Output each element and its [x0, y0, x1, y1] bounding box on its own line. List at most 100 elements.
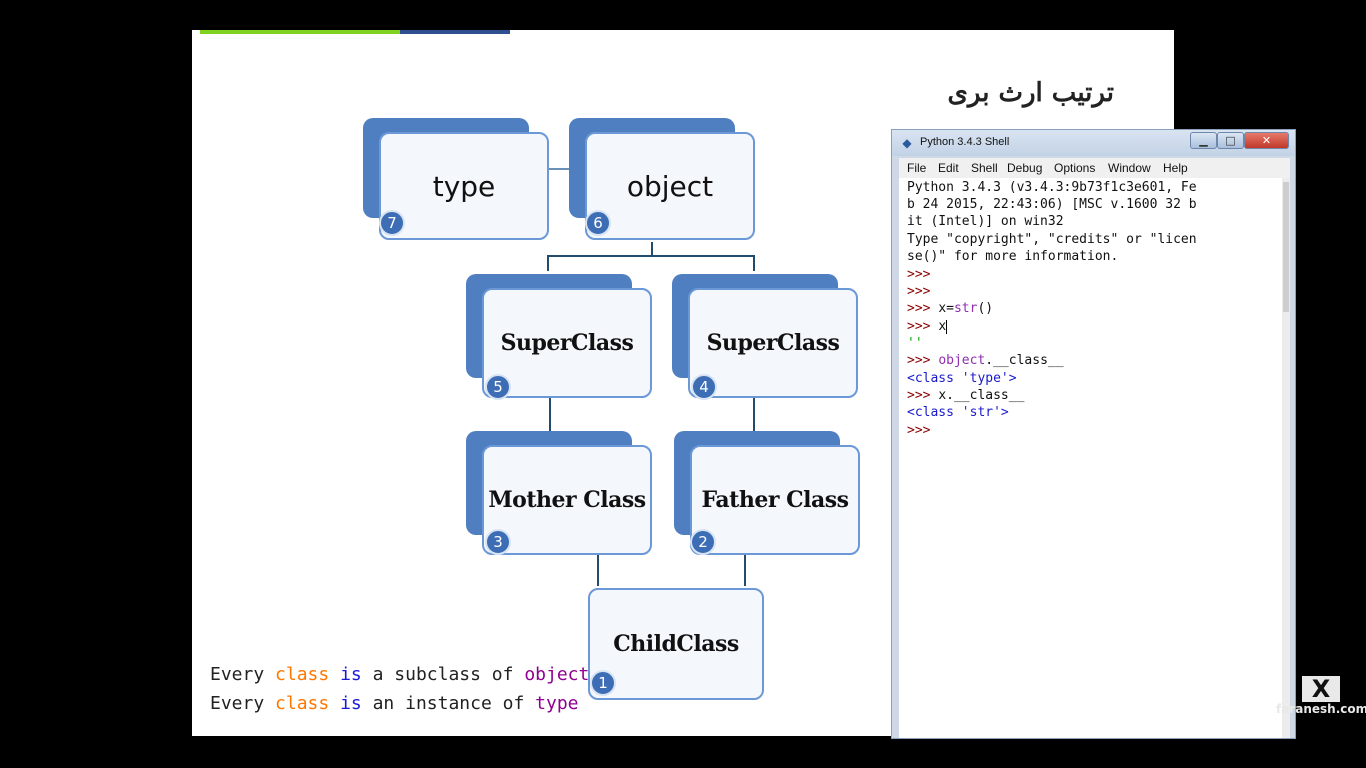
banner-line-2: b 24 2015, 22:43:06) [MSC v.1600 32 b	[907, 197, 1197, 212]
node-superclass-5-label: SuperClass	[500, 330, 634, 356]
node-father-class-badge: 2	[690, 529, 716, 555]
slide-top-accent	[200, 30, 400, 34]
shell-text-area[interactable]: Python 3.4.3 (v3.4.3:9b73f1c3e601, Fe b …	[899, 178, 1282, 738]
menu-debug[interactable]: Debug	[1007, 161, 1043, 175]
menu-window[interactable]: Window	[1108, 161, 1151, 175]
node-superclass-4-box: SuperClass	[688, 288, 858, 398]
cmd-x-assign: x=	[938, 301, 954, 316]
node-mother-class-label: Mother Class	[488, 487, 646, 513]
menu-help[interactable]: Help	[1163, 161, 1188, 175]
node-mother-class-badge: 3	[485, 529, 511, 555]
caption-instance-every: Every	[210, 693, 265, 714]
node-childclass-label: ChildClass	[613, 631, 739, 657]
node-mother-class: Mother Class 3	[466, 431, 654, 559]
shell-line-x: >>> x	[907, 318, 948, 335]
scrollbar-thumb[interactable]	[1283, 182, 1289, 312]
cmd-class-attr: .__class__	[985, 353, 1064, 368]
menu-options[interactable]: Options	[1054, 161, 1096, 175]
shell-scrollbar[interactable]	[1282, 178, 1290, 738]
connector-object-down	[651, 242, 653, 256]
shell-line-assign: >>> x=str()	[907, 300, 993, 317]
shell-prompt-7: >>>	[907, 423, 931, 438]
connector-left-drop	[547, 255, 549, 271]
slide-top-accent-blue	[400, 30, 510, 34]
shell-prompt-2: >>>	[907, 284, 931, 299]
caption-subclass-is: is	[340, 664, 362, 685]
shell-prompt-5: >>>	[907, 353, 931, 368]
caption-instance: Every class is an instance of type	[210, 693, 579, 714]
connector-father-child	[744, 552, 746, 586]
caption-subclass-middle: a subclass of	[372, 664, 514, 685]
node-object-badge: 6	[585, 210, 611, 236]
shell-prompt-4: >>>	[907, 319, 931, 334]
connector-right-drop	[753, 255, 755, 271]
python-shell-window[interactable]: ◆ Python 3.4.3 Shell ▁ □ ✕ File Edit She…	[891, 129, 1296, 739]
cmd-x-class: x.__class__	[938, 388, 1025, 403]
connector-type-object	[543, 168, 591, 170]
node-mother-class-box: Mother Class	[482, 445, 652, 555]
banner-line-3: it (Intel)] on win32	[907, 214, 1064, 229]
node-childclass-box: ChildClass	[588, 588, 764, 700]
cmd-parens: ()	[977, 301, 994, 316]
shell-line-x-class: >>> x.__class__	[907, 387, 1024, 404]
cmd-x: x	[938, 319, 947, 334]
slide-title: ترتیب ارث بری	[947, 78, 1115, 108]
node-childclass: ChildClass 1	[574, 586, 764, 700]
minimize-button[interactable]: ▁	[1190, 132, 1217, 149]
python-icon: ◆	[902, 136, 912, 150]
node-object-label: object	[626, 169, 714, 203]
caption-subclass: Every class is a subclass of object	[210, 664, 589, 685]
connector-super4-father	[753, 398, 755, 432]
logo-x-mark: X	[1302, 676, 1340, 702]
node-superclass-5-box: SuperClass	[482, 288, 652, 398]
node-type-box: type	[379, 132, 549, 240]
menu-shell[interactable]: Shell	[971, 161, 998, 175]
node-type-label: type	[432, 169, 496, 203]
shell-titlebar[interactable]: ◆ Python 3.4.3 Shell ▁ □ ✕	[892, 130, 1295, 156]
close-button[interactable]: ✕	[1244, 132, 1289, 149]
node-object-box: object	[585, 132, 755, 240]
output-class-type: <class 'type'>	[907, 371, 1017, 386]
menu-file[interactable]: File	[907, 161, 927, 175]
banner-line-1: Python 3.4.3 (v3.4.3:9b73f1c3e601, Fe	[907, 180, 1197, 195]
cmd-object-builtin: object	[938, 353, 986, 368]
node-superclass-4-badge: 4	[691, 374, 717, 400]
caption-instance-type: type	[535, 693, 579, 714]
maximize-button[interactable]: □	[1217, 132, 1244, 149]
output-empty-string: ''	[907, 336, 923, 351]
logo-text: faranesh.com	[1276, 702, 1366, 716]
node-superclass-4-label: SuperClass	[706, 330, 840, 356]
shell-line-object-class: >>> object.__class__	[907, 352, 1064, 369]
output-class-str: <class 'str'>	[907, 405, 1009, 420]
node-childclass-badge: 1	[590, 670, 616, 696]
node-type: type 7	[363, 118, 551, 244]
shell-prompt-1: >>>	[907, 267, 931, 282]
caption-instance-class: class	[275, 693, 330, 714]
node-father-class-box: Father Class	[690, 445, 860, 555]
menu-edit[interactable]: Edit	[938, 161, 959, 175]
faranesh-logo: X faranesh.com	[1276, 676, 1366, 720]
connector-mother-child	[597, 552, 599, 586]
caption-subclass-object: object	[524, 664, 590, 685]
caption-instance-is: is	[340, 693, 362, 714]
caption-subclass-every: Every	[210, 664, 265, 685]
menubar: File Edit Shell Debug Options Window Hel…	[899, 158, 1290, 178]
text-cursor	[946, 319, 948, 334]
caption-subclass-class: class	[275, 664, 330, 685]
node-superclass-5-badge: 5	[485, 374, 511, 400]
node-type-badge: 7	[379, 210, 405, 236]
node-object: object 6	[569, 118, 757, 244]
connector-super5-mother	[549, 398, 551, 432]
node-father-class-label: Father Class	[701, 487, 849, 513]
banner-line-5: se()" for more information.	[907, 249, 1119, 264]
connector-object-horizontal	[547, 255, 755, 257]
shell-prompt-3: >>>	[907, 301, 931, 316]
caption-instance-middle: an instance of	[372, 693, 525, 714]
banner-line-4: Type "copyright", "credits" or "licen	[907, 232, 1197, 247]
node-father-class: Father Class 2	[674, 431, 862, 559]
cmd-str-builtin: str	[953, 301, 978, 316]
shell-prompt-6: >>>	[907, 388, 931, 403]
node-superclass-4: SuperClass 4	[672, 274, 860, 404]
node-superclass-5: SuperClass 5	[466, 274, 654, 404]
shell-title: Python 3.4.3 Shell	[920, 136, 1010, 148]
